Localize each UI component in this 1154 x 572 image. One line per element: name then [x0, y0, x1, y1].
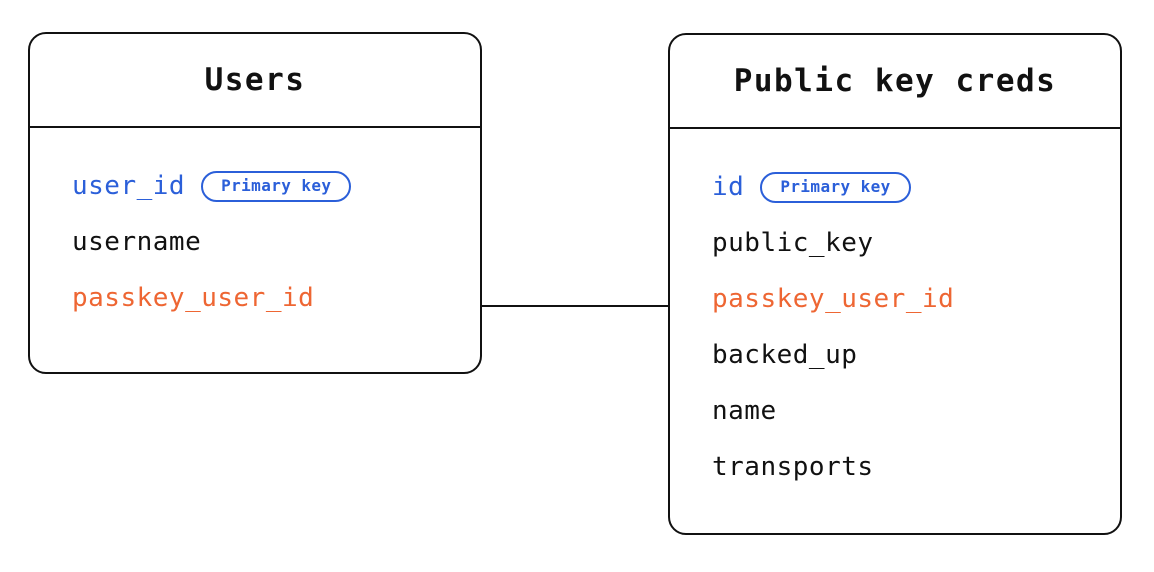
entity-title-public-key-creds: Public key creds [733, 63, 1057, 99]
entity-table-public-key-creds[interactable]: Public key creds id Primary key public_k… [668, 33, 1122, 535]
field-name-passkey-user-id: passkey_user_id [72, 283, 315, 313]
field-row-passkey-user-id[interactable]: passkey_user_id [670, 271, 1120, 327]
primary-key-badge-label: Primary key [221, 175, 332, 195]
entity-header-users: Users [30, 34, 480, 128]
field-name-username: username [72, 227, 202, 257]
entity-title-users: Users [204, 62, 306, 98]
primary-key-badge-id: Primary key [760, 171, 911, 203]
field-row-username[interactable]: username [30, 214, 480, 270]
relationship-connector-users-public-key-creds [480, 305, 670, 307]
entity-field-list-public-key-creds: id Primary key public_key passkey_user_i… [670, 129, 1120, 495]
field-row-public-key[interactable]: public_key [670, 215, 1120, 271]
entity-field-list-users: user_id Primary key username passkey_use… [30, 128, 480, 326]
field-row-name[interactable]: name [670, 383, 1120, 439]
field-row-transports[interactable]: transports [670, 439, 1120, 495]
primary-key-badge-label: Primary key [780, 176, 891, 196]
primary-key-badge-user-id: Primary key [201, 170, 352, 202]
field-row-backed-up[interactable]: backed_up [670, 327, 1120, 383]
entity-table-users[interactable]: Users user_id Primary key username passk… [28, 32, 482, 374]
field-row-id[interactable]: id Primary key [670, 159, 1120, 215]
field-name-public-key: public_key [712, 228, 874, 258]
field-name-backed-up: backed_up [712, 340, 858, 370]
field-name-id: id [712, 172, 745, 202]
field-row-user-id[interactable]: user_id Primary key [30, 158, 480, 214]
entity-header-public-key-creds: Public key creds [670, 35, 1120, 129]
field-name-name: name [712, 396, 777, 426]
field-row-passkey-user-id[interactable]: passkey_user_id [30, 270, 480, 326]
field-name-user-id: user_id [72, 171, 186, 201]
field-name-transports: transports [712, 452, 874, 482]
field-name-passkey-user-id: passkey_user_id [712, 284, 955, 314]
